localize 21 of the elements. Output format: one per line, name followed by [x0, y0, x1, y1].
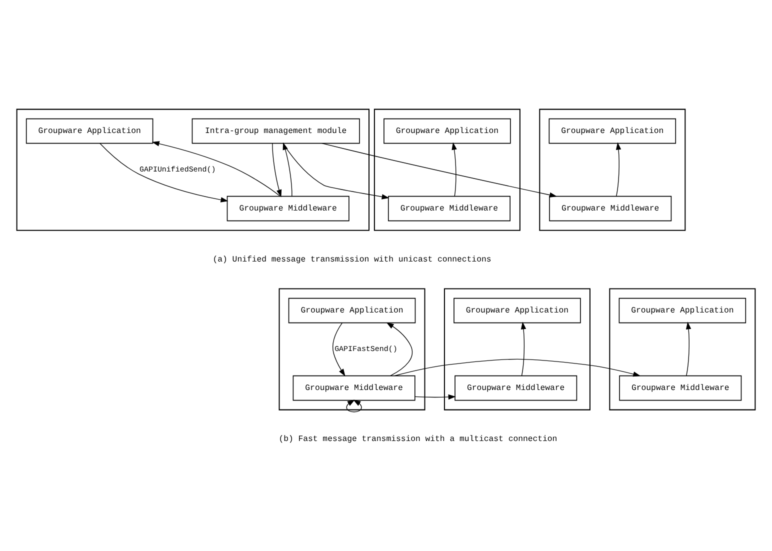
arrow	[616, 142, 622, 197]
cluster	[16, 108, 370, 231]
cluster	[609, 288, 756, 410]
arrow	[152, 141, 281, 197]
arrow	[686, 322, 692, 376]
arrow	[520, 322, 526, 376]
arrow	[332, 322, 346, 376]
arrow	[282, 143, 390, 200]
arrow	[346, 400, 362, 412]
arrow	[386, 322, 413, 376]
cluster	[444, 288, 590, 410]
arrow	[452, 142, 457, 197]
arrow	[272, 142, 282, 198]
cluster	[539, 108, 686, 231]
arrow	[394, 358, 641, 377]
arrow	[322, 142, 558, 198]
arrow	[100, 143, 228, 202]
arrow	[282, 142, 292, 197]
arrow	[414, 394, 456, 400]
cluster	[374, 108, 520, 231]
cluster	[278, 288, 426, 410]
